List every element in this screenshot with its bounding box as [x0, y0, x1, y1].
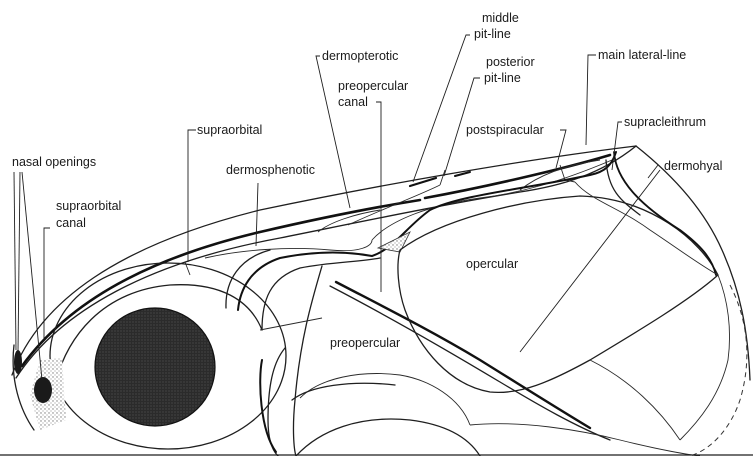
label-supraorbital-canal-line2: canal — [56, 216, 86, 230]
label-posterior-pit-line-line1: posterior — [486, 55, 535, 69]
label-supraorbital-canal-line1: supraorbital — [56, 199, 121, 213]
label-preopercular-canal-line2: canal — [338, 95, 368, 109]
label-posterior-pit-line-line2: pit-line — [484, 71, 521, 85]
spiracle-patch — [378, 232, 410, 252]
eye-pupil — [95, 308, 215, 426]
posterior-nasal-opening — [34, 377, 52, 403]
label-middle-pit-line-line2: pit-line — [474, 27, 511, 41]
label-postspiracular: postspiracular — [466, 123, 544, 137]
preopercular-canal-line — [330, 282, 610, 440]
label-preopercular: preopercular — [330, 336, 400, 350]
lower-bones — [0, 419, 753, 456]
cheek-bones — [260, 266, 470, 456]
label-dermosphenotic: dermosphenotic — [226, 163, 315, 177]
opercular-bone — [398, 196, 718, 392]
label-opercular: opercular — [466, 257, 518, 271]
label-dermohyal: dermohyal — [664, 159, 722, 173]
label-preopercular-canal-line1: preopercular — [338, 79, 408, 93]
label-main-lateral-line: main lateral-line — [598, 48, 686, 62]
label-nasal-openings: nasal openings — [12, 155, 96, 169]
label-middle-pit-line-line1: middle — [482, 11, 519, 25]
label-dermopterotic: dermopterotic — [322, 49, 398, 63]
label-supraorbital: supraorbital — [197, 123, 262, 137]
pectoral-girdle — [575, 146, 750, 456]
label-supracleithrum: supracleithrum — [624, 115, 706, 129]
anterior-nasal-opening — [14, 350, 22, 374]
orbit — [50, 263, 286, 449]
